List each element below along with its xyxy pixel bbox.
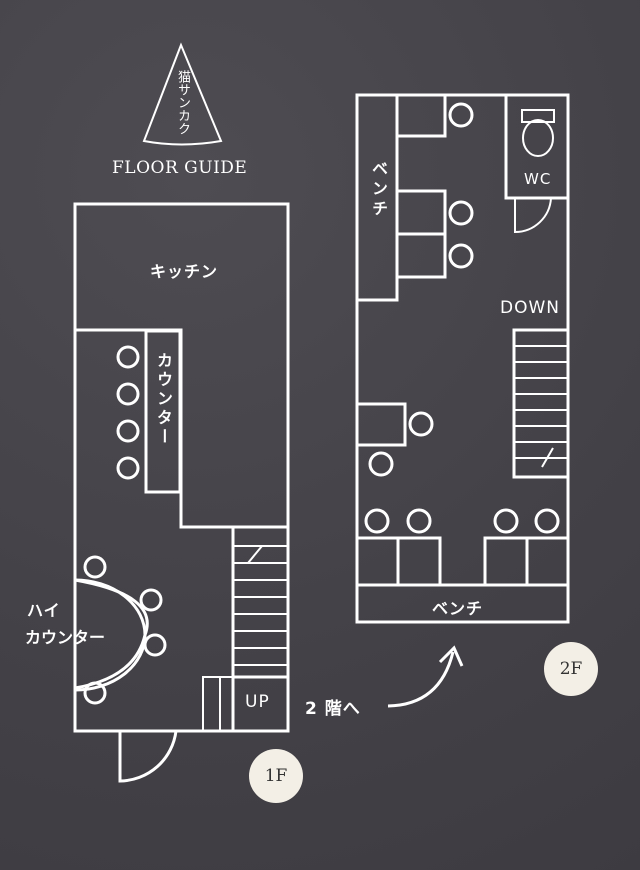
chair	[534, 508, 560, 534]
wc-door	[514, 197, 552, 234]
chair	[83, 681, 107, 705]
floor2-stairs-label: DOWN	[500, 298, 560, 318]
floor2-badge: 2F	[544, 642, 598, 696]
floor2-stairs	[512, 328, 570, 479]
table	[395, 189, 447, 236]
floor2-wc	[504, 95, 568, 200]
chair	[83, 555, 107, 579]
table	[395, 93, 447, 138]
chair	[139, 588, 163, 612]
arrow-to-2f	[387, 651, 455, 708]
floor1-kitchen-label: キッチン	[150, 262, 219, 281]
floor2-stair-steps	[514, 345, 568, 468]
chair	[116, 456, 140, 480]
table	[395, 232, 447, 279]
chair	[493, 508, 519, 534]
floor1-door	[118, 730, 178, 783]
chair	[448, 200, 474, 226]
floor1-high-counter-label-1: ハイ	[27, 601, 61, 620]
floor1-badge: 1F	[249, 749, 303, 803]
table	[355, 402, 407, 447]
floor1-counter-label: カウンター	[154, 352, 173, 447]
table	[525, 536, 570, 587]
table	[355, 536, 400, 587]
floor1-counter	[144, 329, 182, 494]
logo-text: 猫サンカク	[175, 70, 190, 135]
floor1-high-counter-label-2: カウンター	[25, 628, 106, 647]
chair	[116, 345, 140, 369]
floor2-wc-label: WC	[524, 170, 552, 188]
page-title: FLOOR GUIDE	[112, 158, 248, 178]
floor1-shelf	[202, 676, 221, 732]
toilet-bowl	[522, 119, 554, 157]
floor2-bench-left-label: ベンチ	[369, 160, 388, 220]
chair	[448, 243, 474, 269]
chair	[116, 382, 140, 406]
to-second-floor-label: 2 階へ	[305, 699, 361, 719]
chair	[368, 451, 394, 477]
chair	[364, 508, 390, 534]
floor2-bench-bottom-label: ベンチ	[432, 599, 484, 618]
chair	[116, 419, 140, 443]
chair	[143, 633, 167, 657]
chair	[408, 411, 434, 437]
floor1-outline	[73, 202, 290, 733]
table	[483, 536, 529, 587]
logo-triangle	[142, 42, 223, 146]
chair	[448, 102, 474, 128]
floor1-stairs-label: UP	[245, 692, 270, 712]
chair	[406, 508, 432, 534]
table	[396, 536, 442, 587]
toilet-tank	[521, 109, 555, 123]
floor1-stair-steps	[233, 545, 288, 678]
floor1-stairs	[231, 525, 290, 679]
